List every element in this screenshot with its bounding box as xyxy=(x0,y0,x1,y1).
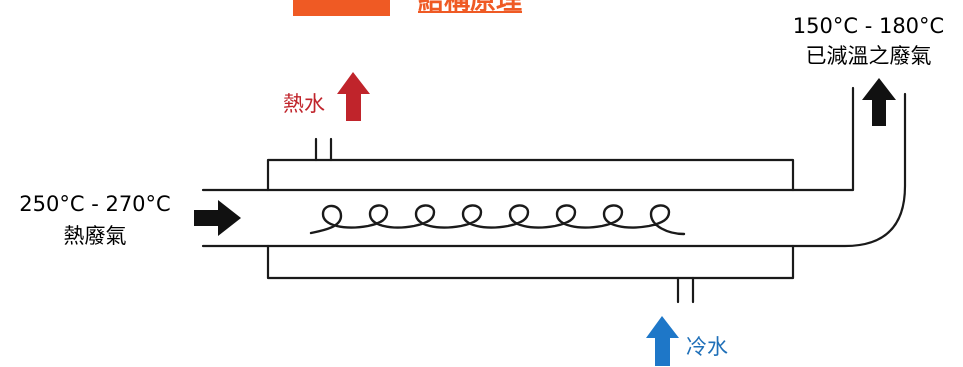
exhaust-pipe-top-wall xyxy=(201,86,855,192)
outlet-temperature-label: 150°C - 180°C xyxy=(792,14,945,38)
cold-water-label: 冷水 xyxy=(686,335,728,359)
hot-water-label: 熱水 xyxy=(283,92,325,116)
exhaust-pipe-bottom-wall xyxy=(201,92,907,248)
hot-water-arrow-icon xyxy=(337,72,370,121)
inlet-arrow-icon xyxy=(194,200,241,236)
title-badge xyxy=(293,0,390,16)
inlet-temperature-label: 250°C - 270°C xyxy=(19,192,171,216)
outlet-gas-label: 已減溫之廢氣 xyxy=(805,44,932,68)
outlet-arrow-icon xyxy=(862,78,896,126)
water-jacket-lower xyxy=(266,244,795,280)
water-jacket-upper xyxy=(266,158,795,192)
inlet-gas-label: 熱廢氣 xyxy=(63,224,127,248)
diagram-title: 結構原理 xyxy=(418,0,523,16)
cold-water-arrow-icon xyxy=(646,316,679,366)
heating-coil xyxy=(309,204,686,236)
